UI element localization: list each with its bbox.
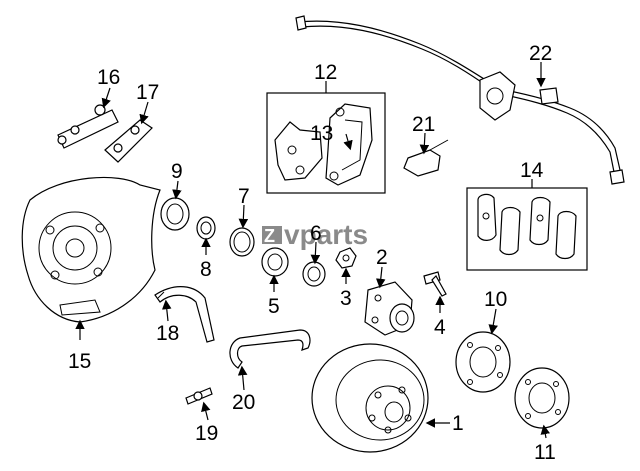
watermark-mark-bg — [262, 226, 282, 244]
callout-9[interactable]: 9 — [171, 160, 183, 183]
callout-12[interactable]: 12 — [314, 61, 337, 84]
watermark: Z vparts — [262, 219, 368, 250]
callout-5[interactable]: 5 — [268, 295, 280, 318]
part-10-spacer[interactable] — [455, 331, 511, 393]
callout-19[interactable]: 19 — [195, 422, 218, 445]
part-15-backing-plate[interactable] — [21, 176, 161, 323]
part-4-stud[interactable] — [423, 271, 447, 297]
part-8-ring[interactable] — [196, 216, 216, 240]
watermark-mark: Z — [264, 226, 275, 246]
part-7-snap-ring[interactable] — [229, 227, 255, 257]
part-6-seal[interactable] — [302, 261, 326, 287]
callout-2[interactable]: 2 — [376, 246, 388, 269]
part-2-hub[interactable] — [364, 281, 415, 336]
part-3-nut[interactable] — [335, 247, 357, 269]
part-11-spacer[interactable] — [514, 367, 570, 429]
part-12-caliper-bracket[interactable] — [274, 121, 323, 181]
callout-21[interactable]: 21 — [412, 113, 435, 136]
part-5-bearing[interactable] — [261, 247, 289, 277]
part-21-sensor[interactable] — [403, 139, 449, 177]
callout-16[interactable]: 16 — [97, 66, 120, 89]
part-17-lever[interactable] — [104, 119, 153, 163]
callout-1[interactable]: 1 — [452, 412, 464, 435]
part-19-pin[interactable] — [185, 387, 213, 405]
leader-lines — [75, 62, 551, 439]
callout-18[interactable]: 18 — [156, 322, 179, 345]
part-20-bracket[interactable] — [229, 329, 311, 369]
callout-20[interactable]: 20 — [232, 391, 255, 414]
part-16-adjuster[interactable] — [57, 104, 119, 149]
callout-13[interactable]: 13 — [310, 122, 333, 145]
part-9-seal[interactable] — [160, 197, 190, 231]
callout-3[interactable]: 3 — [340, 287, 352, 310]
callout-8[interactable]: 8 — [200, 258, 212, 281]
callout-15[interactable]: 15 — [68, 350, 91, 373]
part-22-abs-harness[interactable] — [295, 15, 625, 185]
callout-labels: 1 2 3 4 5 6 7 8 9 10 11 12 13 14 15 16 1… — [68, 42, 556, 464]
callout-10[interactable]: 10 — [484, 288, 507, 311]
part-1-rotor[interactable] — [311, 343, 429, 453]
callout-4[interactable]: 4 — [434, 316, 446, 339]
callout-22[interactable]: 22 — [529, 42, 552, 65]
callout-14[interactable]: 14 — [520, 159, 544, 182]
callout-7[interactable]: 7 — [238, 185, 250, 208]
watermark-brand: vparts — [284, 219, 368, 250]
part-18-brake-shoe[interactable] — [154, 286, 215, 343]
part-14-brake-pads[interactable] — [477, 193, 577, 260]
callout-11[interactable]: 11 — [534, 441, 556, 464]
callout-6[interactable]: 6 — [310, 222, 322, 245]
callout-17[interactable]: 17 — [136, 81, 159, 104]
part-14-pads-box — [466, 187, 588, 271]
